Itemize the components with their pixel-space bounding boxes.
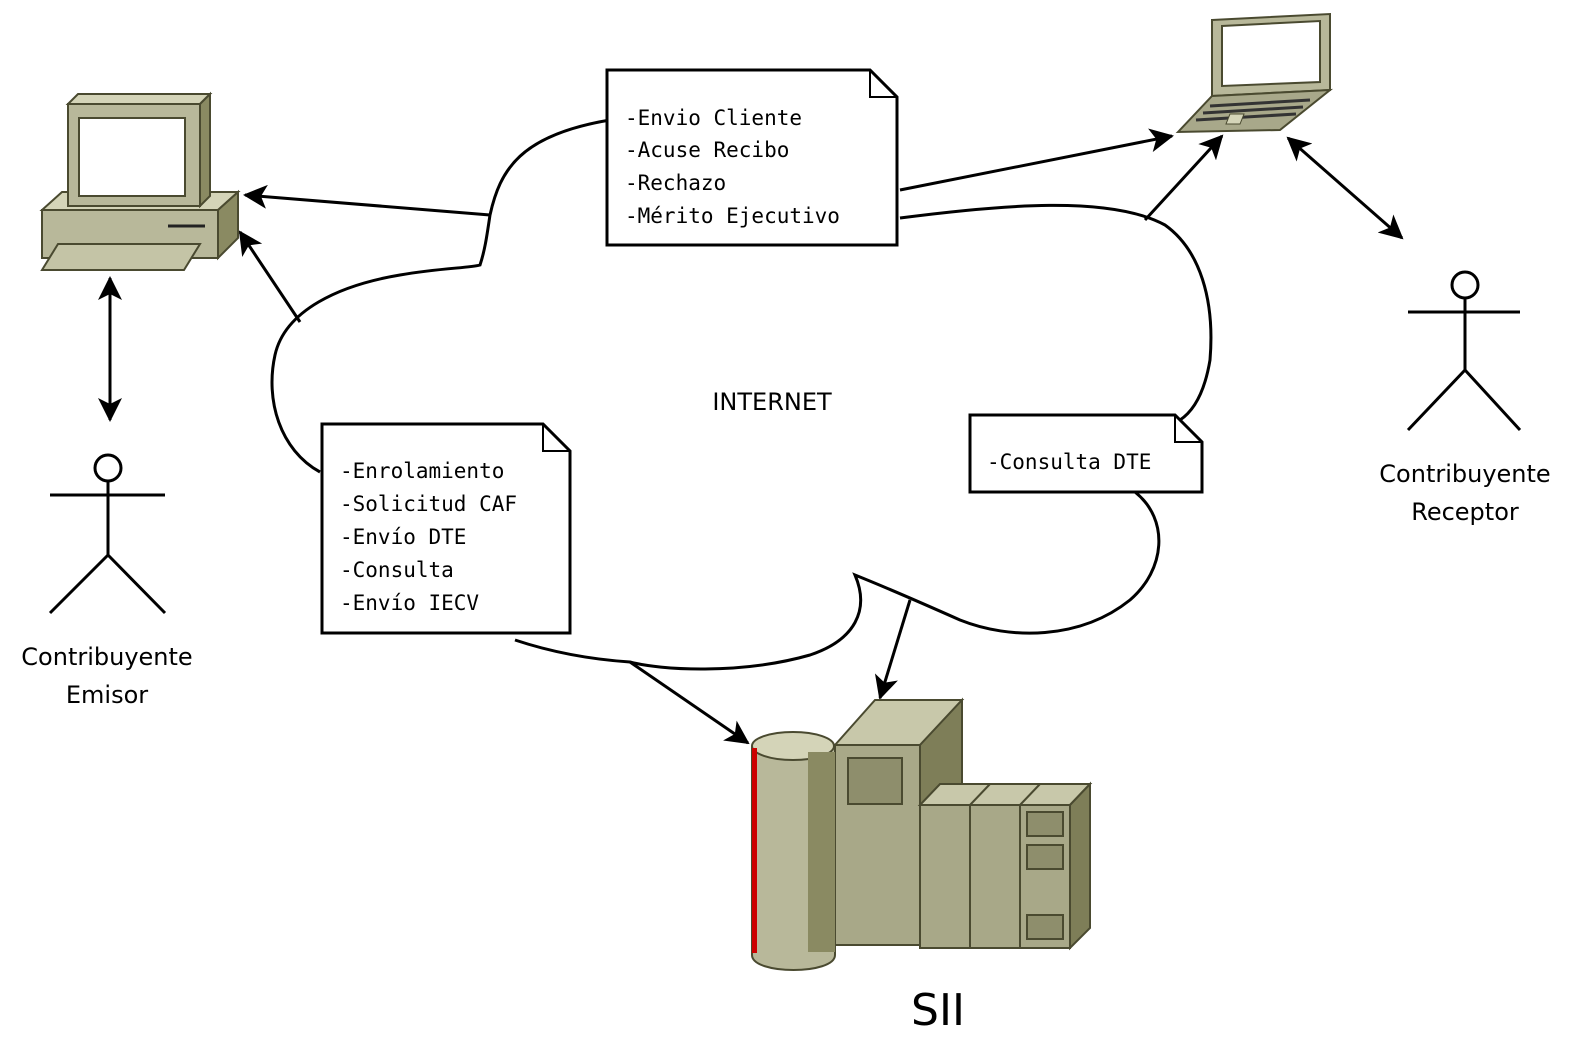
server-icon xyxy=(751,697,1093,971)
note-right-line-1: -Consulta DTE xyxy=(987,450,1151,474)
note-left-line-4: -Consulta xyxy=(340,558,454,582)
laptop-icon xyxy=(1175,12,1334,134)
note-top-line-1: -Envio Cliente xyxy=(625,106,802,130)
note-left-line-1: -Enrolamiento xyxy=(340,459,504,483)
desktop-computer-icon xyxy=(39,91,241,271)
actor-receptor-label-2: Receptor xyxy=(1411,498,1519,526)
actor-receptor-icon xyxy=(1406,270,1522,432)
note-left: -Enrolamiento -Solicitud CAF -Envío DTE … xyxy=(320,422,572,635)
note-top-line-4: -Mérito Ejecutivo xyxy=(625,204,840,228)
arrow-laptop-actor xyxy=(1286,136,1404,240)
actor-emisor-icon xyxy=(48,453,167,615)
arrow-cloud-to-desktop-1 xyxy=(243,184,491,217)
arrow-note-to-laptop xyxy=(899,128,1174,192)
actor-emisor-label-2: Emisor xyxy=(66,681,148,709)
note-top-line-3: -Rechazo xyxy=(625,171,726,195)
note-right: -Consulta DTE xyxy=(968,413,1204,494)
arrow-cloud-to-laptop xyxy=(1143,134,1224,222)
actor-receptor-label-1: Contribuyente xyxy=(1379,460,1550,488)
note-top-line-2: -Acuse Recibo xyxy=(625,138,789,162)
cloud-label: INTERNET xyxy=(712,388,832,416)
note-left-line-2: -Solicitud CAF xyxy=(340,492,517,516)
internet-cloud xyxy=(270,118,1213,671)
arrow-cloud-to-server-1 xyxy=(629,660,750,745)
arrow-cloud-to-desktop-2 xyxy=(238,230,302,323)
note-top: -Envio Cliente -Acuse Recibo -Rechazo -M… xyxy=(605,68,899,247)
server-label: SII xyxy=(911,985,965,1036)
arrow-cloud-to-server-2 xyxy=(874,599,912,700)
note-left-line-3: -Envío DTE xyxy=(340,525,466,549)
actor-emisor-label-1: Contribuyente xyxy=(21,643,192,671)
note-left-line-5: -Envío IECV xyxy=(340,591,479,615)
